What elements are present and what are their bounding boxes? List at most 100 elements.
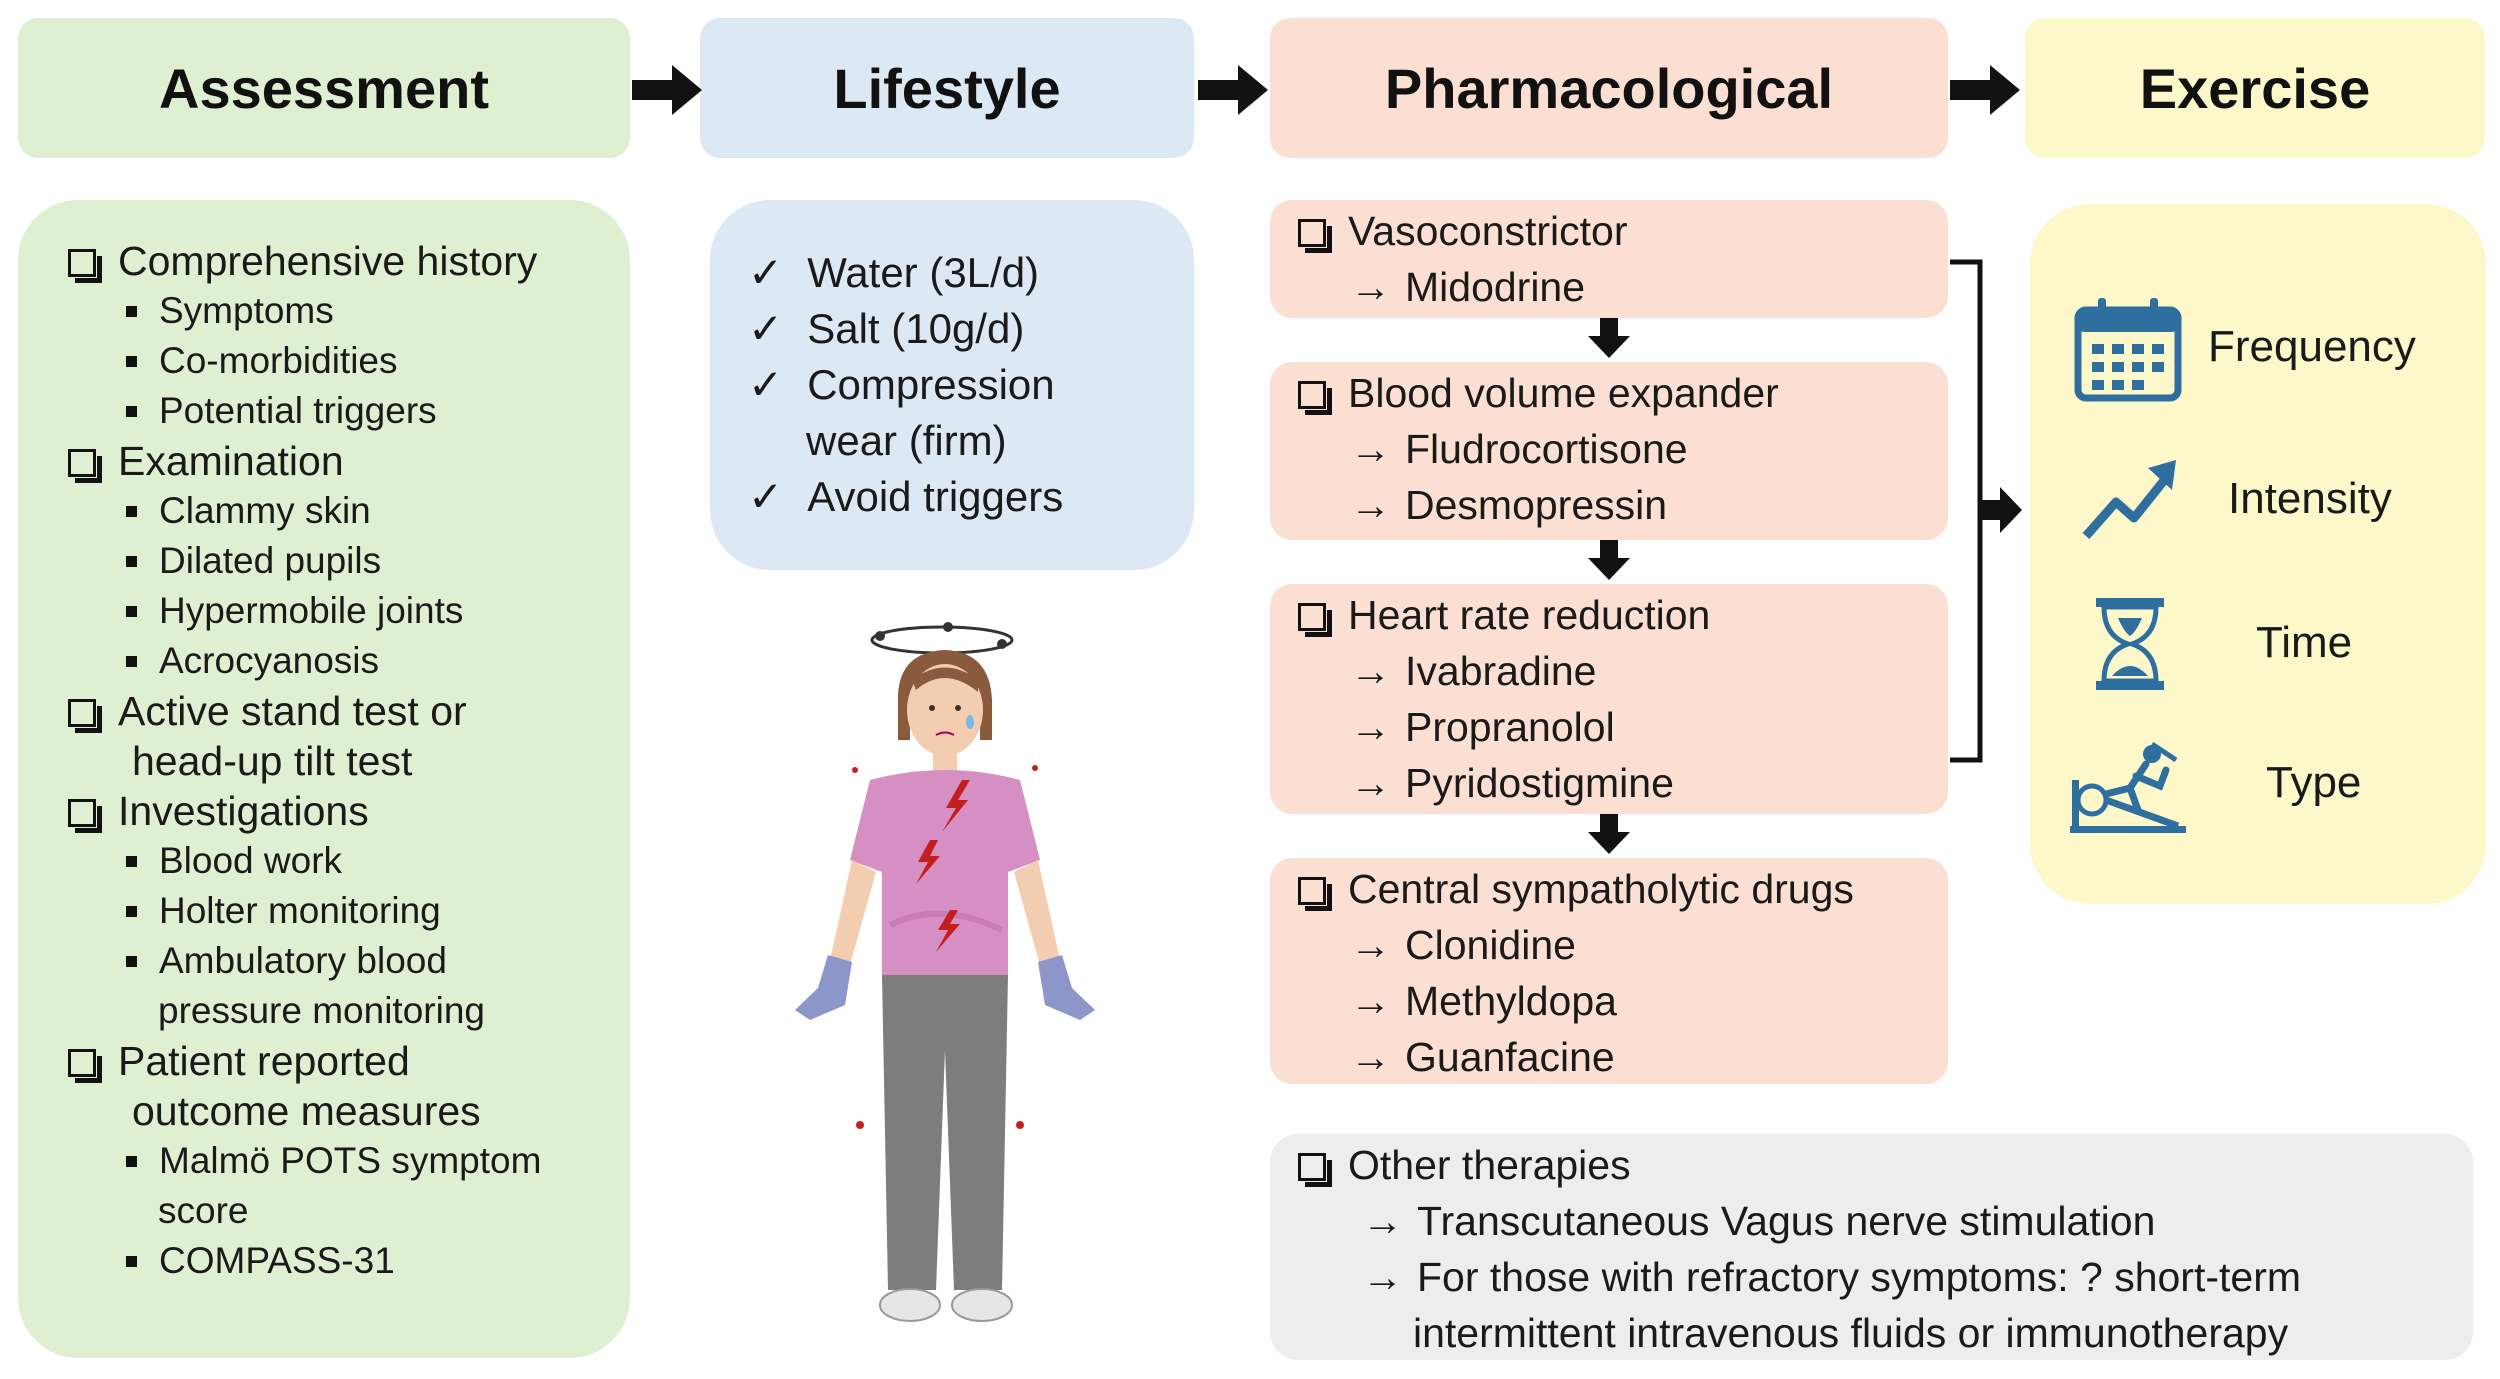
exercise-header: Exercise — [2025, 18, 2485, 158]
assessment-item-text: Active stand test or — [118, 688, 467, 734]
assessment-item: Symptoms — [126, 286, 334, 336]
assessment-item-text: pressure monitoring — [158, 990, 485, 1031]
pharm-drug-text: Guanfacine — [1405, 1034, 1615, 1080]
check-icon: ✓ — [748, 305, 784, 352]
lifestyle-header: Lifestyle — [700, 18, 1194, 158]
other-therapies-item-text: Transcutaneous Vagus nerve stimulation — [1417, 1198, 2156, 1244]
assessment-item-text: score — [158, 1190, 249, 1231]
pharm-group-title-text: Blood volume expander — [1348, 370, 1779, 416]
other-therapies-item-text: For those with refractory symptoms: ? sh… — [1417, 1254, 2302, 1300]
arrow-right-icon: → — [1350, 704, 1391, 750]
other-therapies-item-text: intermittent intravenous fluids or immun… — [1413, 1310, 2289, 1356]
bracket-connector — [1950, 259, 1983, 763]
assessment-item: pressure monitoring — [158, 986, 485, 1036]
assessment-title: Assessment — [159, 56, 489, 120]
lifestyle-panel — [710, 200, 1194, 570]
other-therapies-title: Other therapies — [1298, 1140, 1631, 1190]
bullet-icon — [126, 656, 137, 667]
pharmacological-header: Pharmacological — [1270, 18, 1948, 158]
assessment-item-text: Comprehensive history — [118, 238, 538, 284]
arrow-down-icon — [1588, 318, 1630, 358]
trend-up-icon — [2082, 460, 2176, 539]
assessment-item: Ambulatory blood — [126, 936, 447, 986]
bullet-icon — [126, 506, 137, 517]
other-therapies-item: → Transcutaneous Vagus nerve stimulation — [1362, 1196, 2155, 1246]
exercise-label-intensity: Intensity — [2228, 474, 2392, 523]
pharm-group-title: Central sympatholytic drugs — [1298, 864, 1854, 914]
assessment-item: Co-morbidities — [126, 336, 398, 386]
bullet-icon — [126, 1256, 137, 1267]
arrow-right-icon: → — [1362, 1254, 1403, 1300]
assessment-item-text: Blood work — [159, 840, 343, 881]
assessment-item: Holter monitoring — [126, 886, 441, 936]
assessment-item-text: Potential triggers — [159, 390, 437, 431]
pharm-drug: →Desmopressin — [1350, 480, 1667, 530]
pharm-drug: →Clonidine — [1350, 920, 1576, 970]
pharm-box-volume-expander — [1270, 362, 1948, 540]
arrow-right-icon: → — [1362, 1198, 1403, 1244]
arrow-right-icon — [1950, 65, 2020, 115]
pharm-drug: →Propranolol — [1350, 702, 1615, 752]
check-icon: ✓ — [748, 361, 784, 408]
lifestyle-item: wear (firm) — [806, 416, 1007, 466]
checkbox-icon — [1298, 219, 1332, 253]
pharm-group-title-text: Vasoconstrictor — [1348, 208, 1628, 254]
patient-illustration — [795, 622, 1095, 1322]
arrow-right-icon: → — [1350, 1034, 1391, 1080]
assessment-item-text: Clammy skin — [159, 490, 371, 531]
arrow-right-icon: → — [1350, 648, 1391, 694]
assessment-item-text: Ambulatory blood — [159, 940, 447, 981]
assessment-item-text: COMPASS-31 — [159, 1240, 395, 1281]
arrow-right-icon: → — [1350, 482, 1391, 528]
assessment-item-text: Patient reported — [118, 1038, 410, 1084]
pharm-drug: → Fludrocortisone — [1350, 424, 1688, 474]
assessment-item-text: Hypermobile joints — [159, 590, 464, 631]
assessment-item-text: outcome measures — [132, 1088, 481, 1134]
assessment-item: Malmö POTS symptom — [126, 1136, 541, 1186]
lifestyle-item: ✓Avoid triggers — [748, 472, 1063, 522]
assessment-item-text: head-up tilt test — [132, 738, 413, 784]
assessment-item-text: Co-morbidities — [159, 340, 398, 381]
pharm-group-title: Blood volume expander — [1298, 368, 1779, 418]
assessment-item-text: Holter monitoring — [159, 890, 441, 931]
assessment-item: Acrocyanosis — [126, 636, 379, 686]
bullet-icon — [126, 956, 137, 967]
pharm-drug-text: Fludrocortisone — [1405, 426, 1688, 472]
assessment-panel — [18, 200, 630, 1358]
pharm-group-title: Heart rate reduction — [1298, 590, 1710, 640]
assessment-item: Hypermobile joints — [126, 586, 463, 636]
checkbox-icon — [1298, 1153, 1332, 1187]
pharm-drug-text: Ivabradine — [1405, 648, 1597, 694]
assessment-item: Potential triggers — [126, 386, 437, 436]
pharm-drug-text: Methyldopa — [1405, 978, 1617, 1024]
exercise-label-type: Type — [2266, 758, 2362, 807]
arrow-down-icon — [1588, 540, 1630, 580]
lifestyle-item-text: Water (3L/d) — [807, 249, 1040, 296]
checkbox-icon — [68, 799, 102, 833]
pharm-drug: →Midodrine — [1350, 262, 1585, 312]
pharm-box-heart-rate — [1270, 584, 1948, 814]
assessment-item-text: Examination — [118, 438, 344, 484]
assessment-item: Comprehensive history — [68, 236, 537, 286]
arrow-right-icon: → — [1350, 264, 1391, 310]
lifestyle-item-text: wear (firm) — [806, 417, 1007, 464]
assessment-item: Clammy skin — [126, 486, 371, 536]
pharm-group-title-text: Heart rate reduction — [1348, 592, 1711, 638]
assessment-item: Examination — [68, 436, 344, 486]
arrow-right-icon: → — [1350, 426, 1391, 472]
arrow-right-icon: → — [1350, 978, 1391, 1024]
pharmacological-title: Pharmacological — [1384, 56, 1834, 120]
bullet-icon — [126, 406, 137, 417]
checkbox-icon — [68, 699, 102, 733]
exercise-machine-icon — [2070, 741, 2186, 833]
checkbox-icon — [1298, 603, 1332, 637]
pharm-group-title-text: Central sympatholytic drugs — [1348, 866, 1854, 912]
lifestyle-item-text: Avoid triggers — [807, 473, 1064, 520]
assessment-item: outcome measures — [132, 1086, 481, 1136]
bullet-icon — [126, 856, 137, 867]
exercise-label-frequency: Frequency — [2208, 322, 2416, 371]
lifestyle-item: ✓Salt (10g/d) — [748, 304, 1024, 354]
bullet-icon — [126, 306, 137, 317]
checkbox-icon — [68, 449, 102, 483]
assessment-item-text: Investigations — [118, 788, 369, 834]
